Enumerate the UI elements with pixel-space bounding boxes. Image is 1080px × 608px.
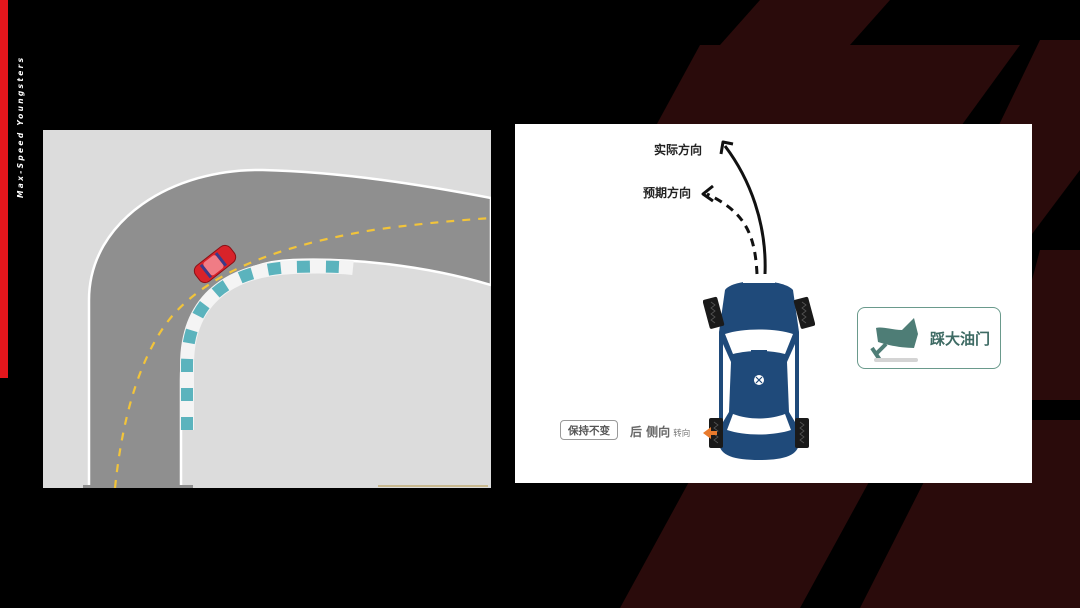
- direction-arrows: [701, 140, 767, 275]
- keep-unchanged-badge: 保持不变: [560, 420, 618, 440]
- label-actual-direction: 实际方向: [654, 143, 703, 157]
- label-expected-direction: 预期方向: [643, 186, 692, 200]
- car-topview-icon: [703, 278, 815, 460]
- red-car-icon: [193, 244, 237, 284]
- lateral-force-arrow-icon: [703, 427, 717, 439]
- oversteer-diagram: 实际方向 预期方向 保持不变 后 侧向转向: [515, 124, 1032, 483]
- steer-text: 转向: [673, 429, 691, 439]
- brand-vertical-text: Max-Speed Youngsters: [14, 8, 28, 198]
- throttle-label: 踩大油门: [930, 330, 991, 348]
- throttle-pedal-icon: [870, 318, 918, 362]
- track-illustration: [43, 130, 491, 488]
- rear-lateral-text: 后 侧向: [630, 425, 671, 439]
- accent-bar: [0, 0, 8, 378]
- brand-text: Max-Speed Youngsters: [16, 55, 25, 198]
- throttle-card: 踩大油门: [857, 307, 1001, 369]
- track-svg: [43, 130, 491, 488]
- rear-lateral-label: 后 侧向转向: [630, 423, 690, 440]
